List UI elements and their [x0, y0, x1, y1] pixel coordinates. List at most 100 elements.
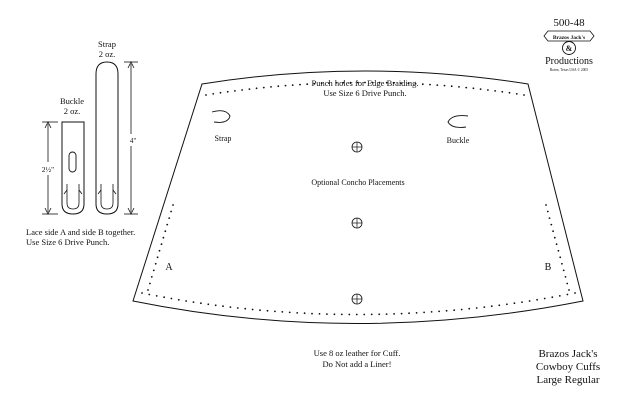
punch-hole [152, 269, 155, 272]
punch-hole [513, 302, 516, 305]
punch-hole [154, 262, 157, 265]
lace-instruction-line1: Lace side A and side B together. [26, 227, 135, 237]
punch-hole [546, 210, 549, 213]
punch-hole [450, 85, 453, 88]
punch-hole [490, 305, 493, 308]
punch-hole [150, 276, 153, 278]
logo-seal-icon [562, 41, 576, 55]
punch-hole [214, 304, 217, 307]
punch-hole [166, 223, 169, 226]
strap-title: Strap [98, 39, 116, 49]
punch-hole [460, 308, 463, 311]
punch-hole [148, 293, 151, 296]
punch-hole [378, 313, 381, 316]
punch-hole [487, 89, 489, 91]
punch-hole [160, 243, 163, 246]
punch-hole [553, 236, 556, 239]
punch-hole [421, 83, 424, 86]
punch-hole [229, 306, 232, 308]
strap-stitch-line [100, 184, 114, 210]
punch-hole [185, 300, 188, 302]
product-title-line1: Brazos Jack's [538, 348, 597, 360]
punch-hole [170, 210, 173, 213]
logo-banner [543, 30, 595, 42]
punch-hole [192, 301, 195, 303]
punch-hole [378, 81, 381, 84]
punch-hole [163, 296, 166, 299]
punch-hole [306, 83, 309, 86]
cuff-buckle-label: Buckle [447, 136, 470, 145]
strap-outline [95, 61, 119, 215]
concho-mark-bottom [351, 293, 363, 305]
punch-hole [170, 297, 173, 300]
punch-hole [564, 276, 567, 278]
punch-hole [205, 94, 207, 96]
punch-hole [558, 295, 561, 297]
punch-hole [407, 82, 410, 85]
punch-hole [475, 307, 478, 309]
punch-hole [552, 230, 554, 233]
punch-hole [393, 313, 395, 315]
buckle-dim-arrow-up [44, 121, 52, 129]
strap-dim-arrow-up [127, 61, 135, 69]
punch-hole [162, 236, 165, 239]
punch-hole [438, 310, 440, 313]
punch-hole [311, 312, 313, 315]
punch-hole [172, 204, 174, 206]
pattern-number: 500-48 [553, 17, 585, 29]
punch-hole [415, 312, 418, 314]
punch-hole [168, 217, 171, 220]
punch-hole [236, 307, 239, 309]
punch-hole [555, 243, 558, 246]
punch-hole [219, 91, 222, 94]
punch-hole [328, 82, 330, 84]
concho-label: Optional Concho Placements [311, 178, 404, 187]
cuff-strap-label: Strap [215, 134, 232, 143]
punch-hole [340, 313, 343, 316]
punch-hole [248, 88, 251, 90]
punch-hole [291, 84, 294, 86]
punch-hole [515, 93, 518, 95]
punch-hole [333, 313, 336, 316]
product-title-line2: Cowboy Cuffs [536, 361, 600, 373]
buckle-length-label: 2½" [42, 165, 54, 174]
strap-fold-marks [97, 189, 117, 195]
buckle-slot [68, 151, 77, 173]
punch-hole [155, 295, 158, 297]
punch-hole [255, 87, 258, 90]
punch-instruction-line1: Punch holes for Edge Braiding. [312, 78, 419, 88]
punch-hole [370, 313, 373, 316]
punch-hole [288, 311, 291, 314]
buckle-piece: Buckle 2 oz. 2½" [42, 96, 85, 215]
punch-hole [568, 289, 570, 291]
punch-hole [557, 249, 560, 252]
punch-hole [318, 313, 321, 315]
punch-hole [296, 312, 299, 314]
punch-hole [574, 292, 576, 294]
punch-hole [335, 82, 337, 84]
punch-hole [226, 90, 229, 93]
punch-hole [356, 81, 359, 84]
punch-hole [479, 88, 482, 90]
side-a-label: A [165, 262, 173, 273]
punch-hole [200, 302, 202, 305]
logo-company: Productions [545, 56, 593, 67]
punch-hole [536, 298, 538, 301]
side-b-label: B [545, 262, 552, 273]
punch-hole [559, 256, 562, 259]
punch-hole [259, 309, 261, 312]
punch-hole [313, 82, 316, 85]
lace-instruction-line2: Use Size 6 Drive Punch. [26, 237, 109, 247]
punch-hole [561, 262, 563, 265]
punch-hole [453, 309, 456, 312]
punch-hole [423, 311, 425, 314]
punch-hole [270, 86, 272, 88]
punch-hole [400, 312, 403, 315]
punch-hole [149, 282, 151, 285]
punch-hole [528, 300, 531, 302]
punch-hole [164, 230, 167, 233]
punch-hole [506, 303, 508, 306]
punch-hole [363, 313, 366, 316]
punch-hole [251, 308, 254, 311]
